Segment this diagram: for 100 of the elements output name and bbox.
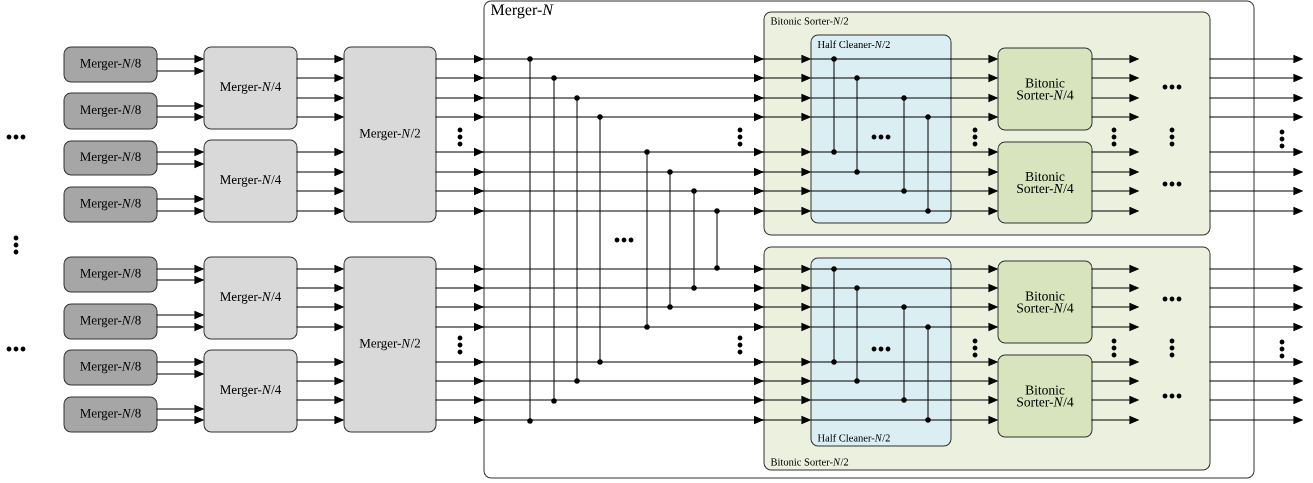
arrow: [1209, 187, 1303, 195]
arrow: [156, 358, 204, 366]
arrow: [1209, 303, 1303, 311]
arrow: [1091, 113, 1139, 121]
arrow: [950, 148, 998, 156]
arrow: [435, 74, 811, 82]
arrow: [1209, 74, 1303, 82]
arrow: [435, 94, 811, 102]
arrow: [1209, 55, 1303, 63]
arrow: [950, 377, 998, 385]
arrow: [1091, 396, 1139, 404]
arrow: [296, 377, 344, 385]
arrow: [1091, 74, 1139, 82]
sorter-box: Bitonic Sorter-N/4: [997, 260, 1093, 344]
arrow: [296, 358, 344, 366]
arrow: [296, 303, 344, 311]
arrow: [296, 207, 344, 215]
arrow: [1209, 284, 1303, 292]
merger-box: Merger-N/4: [203, 256, 298, 340]
merger-box: Merger-N/2: [343, 256, 437, 433]
arrow: [950, 396, 998, 404]
arrow: [296, 416, 344, 424]
arrow: [296, 94, 344, 102]
arrow: [1209, 113, 1303, 121]
merger-box: Merger-N/8: [63, 349, 158, 386]
sorter-box: Bitonic Sorter-N/4: [997, 141, 1093, 224]
arrow: [435, 377, 811, 385]
merger-box: Merger-N/8: [63, 256, 158, 293]
arrow: [435, 323, 811, 331]
arrow: [950, 303, 998, 311]
arrow: [156, 67, 204, 75]
arrow: [156, 148, 204, 156]
arrow: [156, 276, 204, 284]
arrow: [156, 416, 204, 424]
arrow: [156, 405, 204, 413]
arrow: [1209, 358, 1303, 366]
arrow: [296, 396, 344, 404]
arrow: [950, 284, 998, 292]
arrow: [296, 265, 344, 273]
arrow: [156, 370, 204, 378]
arrow: [1091, 94, 1139, 102]
arrow: [1209, 207, 1303, 215]
arrow: [950, 265, 998, 273]
merger-box: Merger-N/8: [63, 46, 158, 83]
arrow: [435, 284, 811, 292]
arrow: [435, 265, 811, 273]
merger-box: Merger-N/4: [203, 349, 298, 433]
arrow: [156, 55, 204, 63]
arrow: [1209, 265, 1303, 273]
arrow: [156, 102, 204, 110]
merger-box: Merger-N/8: [63, 186, 158, 223]
arrow: [950, 55, 998, 63]
arrow: [950, 358, 998, 366]
arrow: [1091, 168, 1139, 176]
arrow: [435, 55, 811, 63]
arrow: [435, 303, 811, 311]
arrow: [1209, 416, 1303, 424]
arrow: [296, 284, 344, 292]
arrow: [156, 160, 204, 168]
arrow: [296, 187, 344, 195]
arrow: [1091, 207, 1139, 215]
arrow: [1091, 416, 1139, 424]
merger-box: Merger-N/8: [63, 92, 158, 130]
merger-box: Merger-N/4: [203, 46, 298, 130]
arrow: [156, 207, 204, 215]
arrow: [1091, 265, 1139, 273]
arrow: [950, 416, 998, 424]
arrow: [156, 113, 204, 121]
arrow: [156, 323, 204, 331]
arrow: [1091, 55, 1139, 63]
arrow: [296, 113, 344, 121]
arrow: [435, 207, 811, 215]
arrow: [950, 94, 998, 102]
sorter-box: Bitonic Sorter-N/4: [997, 47, 1093, 131]
arrow: [950, 207, 998, 215]
arrow: [156, 195, 204, 203]
arrow: [156, 311, 204, 319]
arrow: [1209, 323, 1303, 331]
arrow: [296, 323, 344, 331]
arrow: [435, 358, 811, 366]
arrow: [1091, 284, 1139, 292]
arrow: [1209, 168, 1303, 176]
arrow: [1091, 148, 1139, 156]
arrow: [1209, 148, 1303, 156]
arrow: [156, 265, 204, 273]
arrow: [950, 168, 998, 176]
arrow: [1091, 323, 1139, 331]
arrow: [1091, 303, 1139, 311]
arrow: [435, 187, 811, 195]
merger-box: Merger-N/2: [343, 46, 437, 223]
arrow: [435, 148, 811, 156]
arrow: [1209, 94, 1303, 102]
merger-box: Merger-N/8: [63, 396, 158, 433]
arrow: [435, 416, 811, 424]
arrow: [950, 323, 998, 331]
arrow: [296, 55, 344, 63]
arrow: [296, 148, 344, 156]
merger-box: Merger-N/8: [63, 140, 158, 176]
arrow: [1091, 358, 1139, 366]
arrow: [1209, 377, 1303, 385]
